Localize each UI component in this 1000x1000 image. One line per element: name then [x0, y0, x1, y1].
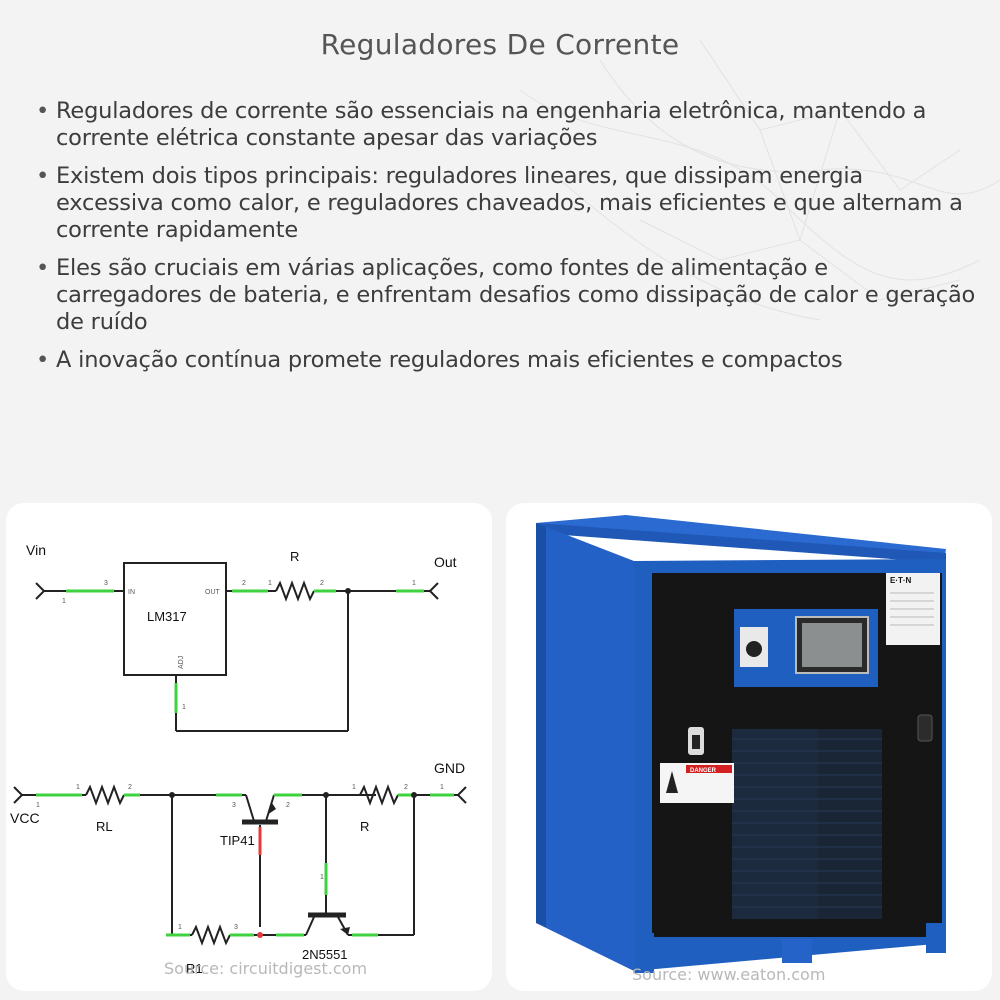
door-latch-icon: [692, 735, 700, 749]
cabinet-side: [536, 523, 634, 971]
source-caption: Source: www.eaton.com: [632, 965, 826, 984]
pin-number: 1: [412, 580, 416, 587]
vin-label: Vin: [26, 542, 46, 558]
q2-arrow: [340, 927, 350, 935]
ic-adj-pin: ADJ: [178, 656, 185, 669]
pin-number: 3: [232, 802, 236, 809]
cabinet-foot: [782, 939, 812, 963]
q2-label: 2N5551: [302, 947, 348, 962]
vent-slats: [732, 738, 882, 908]
bullet-item: Existem dois tipos principais: regulador…: [36, 163, 976, 244]
pin-number: 2: [128, 784, 132, 791]
resistor-r-top: [275, 580, 315, 602]
pin-number: 2: [242, 580, 246, 587]
ic-in-pin: IN: [128, 589, 135, 596]
page-title: Reguladores De Corrente: [320, 28, 680, 61]
pin-number: 1: [76, 784, 80, 791]
resistor-rl: [85, 784, 125, 806]
door-handle-right: [917, 714, 933, 742]
brand-label: E·T·N: [890, 576, 912, 585]
vcc-label: VCC: [10, 810, 40, 826]
out-label: Out: [434, 554, 457, 570]
display-area: [802, 623, 862, 667]
pin-number: 1: [268, 580, 272, 587]
cabinet-side-edge: [536, 523, 546, 927]
bullet-item: Reguladores de corrente são essenciais n…: [36, 98, 976, 152]
r-top-label: R: [290, 549, 299, 564]
pin-number: 1: [178, 924, 182, 931]
tip41-collector: [245, 794, 255, 822]
label-lines: [890, 592, 934, 626]
pin-number: 3: [234, 924, 238, 931]
pin-number: 2: [404, 784, 408, 791]
resistor-r-bottom: [359, 784, 399, 806]
bullet-list: Reguladores de corrente são essenciais n…: [36, 98, 976, 385]
vcc-terminal: [13, 786, 24, 804]
tip41-arrow: [267, 803, 276, 815]
pin-number: 3: [104, 580, 108, 587]
out-terminal: [428, 582, 439, 600]
circuit-schematic: Vin Out R LM317 IN OUT ADJ 1 3 2 1 2 1: [10, 542, 467, 976]
pin-number: 1: [320, 874, 324, 881]
vin-terminal: [35, 582, 46, 600]
danger-label: DANGER: [690, 768, 717, 774]
rotary-switch-icon: [746, 641, 762, 657]
schematic-card: Vin Out R LM317 IN OUT ADJ 1 3 2 1 2 1: [6, 503, 492, 991]
cabinet-top-edge: [536, 523, 946, 563]
gnd-terminal: [456, 786, 467, 804]
bullet-item: Eles são cruciais em várias aplicações, …: [36, 255, 976, 336]
pin-number: 1: [352, 784, 356, 791]
ic-out-pin: OUT: [205, 589, 221, 596]
junction: [257, 932, 263, 938]
r1-label: R1: [186, 961, 203, 976]
cabinet-foot: [634, 933, 654, 973]
pin-number: 1: [440, 784, 444, 791]
pin-number: 1: [182, 704, 186, 711]
vent-grill: [732, 729, 882, 919]
pin-number: 1: [36, 802, 40, 809]
q2-collector: [305, 916, 315, 936]
rl-label: RL: [96, 819, 113, 834]
source-caption: Source: circuitdigest.com: [164, 959, 368, 978]
pin-number: 1: [62, 598, 66, 605]
device-photo-card: E·T·N DANGER: [506, 503, 992, 991]
pin-number: 2: [320, 580, 324, 587]
r-bottom-label: R: [360, 819, 369, 834]
gnd-label: GND: [434, 760, 465, 776]
bullet-item: A inovação contínua promete reguladores …: [36, 347, 976, 374]
shock-hazard-icon: [666, 771, 678, 793]
current-regulator-cabinet: E·T·N DANGER: [536, 515, 946, 973]
resistor-r1: [191, 924, 231, 946]
pin-number: 2: [286, 802, 290, 809]
tip41-label: TIP41: [220, 833, 255, 848]
danger-banner: [686, 765, 732, 773]
lm317-label: LM317: [147, 609, 187, 624]
cabinet-foot: [926, 923, 946, 953]
